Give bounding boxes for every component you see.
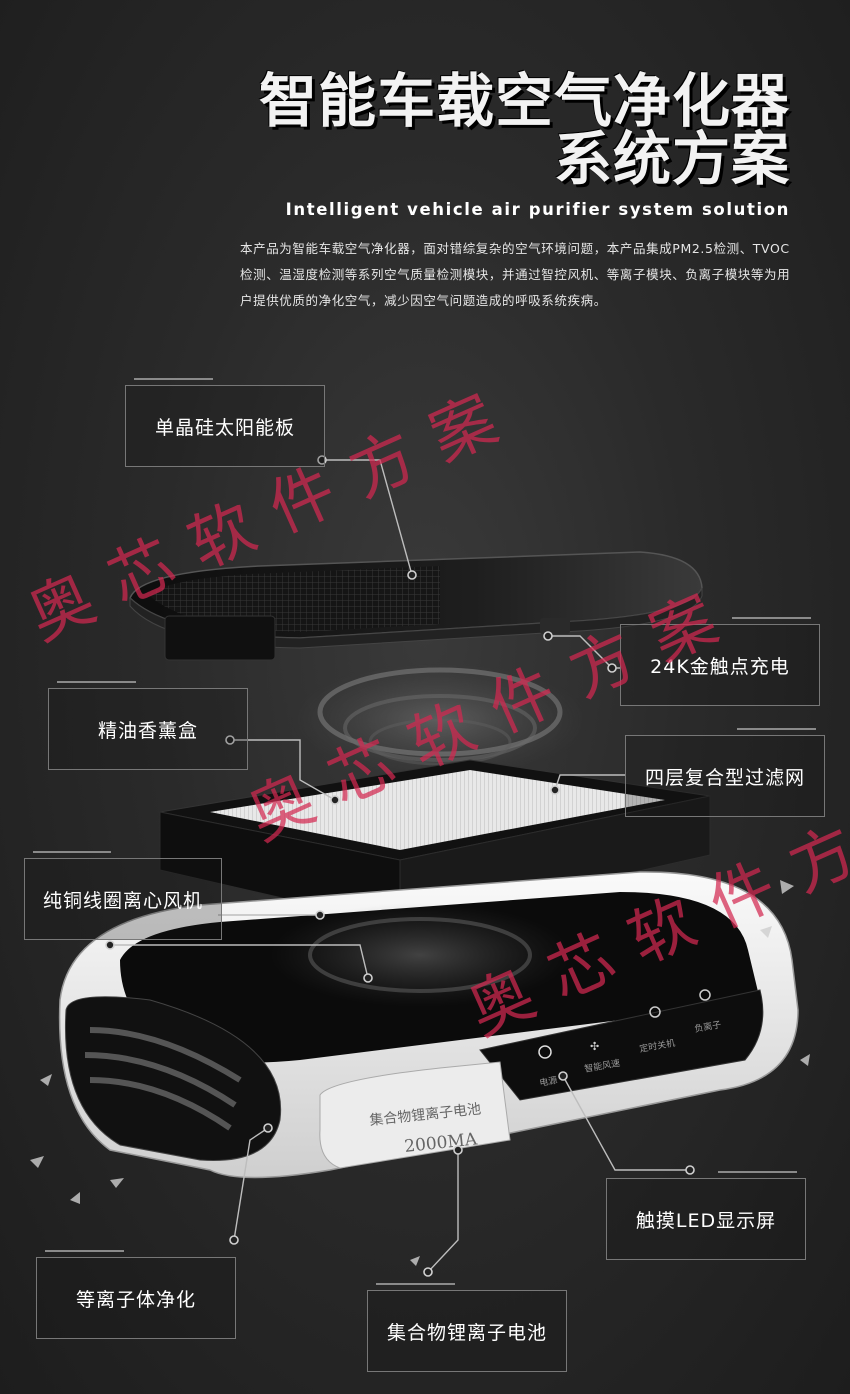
callout-fan: 纯铜线圈离心风机 [24, 851, 222, 940]
decorative-leaves [30, 880, 810, 1266]
callout-fan-label: 纯铜线圈离心风机 [42, 889, 203, 912]
leader-dots [105, 455, 695, 1277]
page-subtitle: Intelligent vehicle air purifier system … [285, 200, 790, 219]
callout-aroma-box: 精油香薰盒 [48, 681, 248, 770]
callout-battery-label: 集合物锂离子电池 [386, 1321, 547, 1344]
callout-solar-panel-label: 单晶硅太阳能板 [154, 416, 295, 439]
ion-icon [699, 989, 711, 1001]
callout-plasma: 等离子体净化 [36, 1250, 236, 1339]
callout-aroma-box-label: 精油香薰盒 [97, 719, 198, 742]
fan-icon: ✣ [590, 1040, 599, 1053]
callout-plasma-label: 等离子体净化 [75, 1288, 196, 1311]
callout-battery: 集合物锂离子电池 [367, 1283, 567, 1372]
panel-label-power: 电源 [538, 1074, 558, 1089]
title-line-2: 系统方案 [553, 125, 790, 193]
timer-icon [649, 1006, 661, 1018]
callout-gold-contact: 24K金触点充电 [620, 617, 820, 706]
power-icon [538, 1045, 552, 1059]
callout-touch-led: 触摸LED显示屏 [606, 1171, 806, 1260]
airflow-swirl-upper [290, 662, 590, 778]
leader-lines [110, 459, 690, 1273]
callout-filter-label: 四层复合型过滤网 [644, 766, 805, 789]
callout-solar-panel: 单晶硅太阳能板 [125, 378, 325, 467]
solar-panel-part [129, 551, 703, 661]
page-title: 智能车载空气净化器 系统方案 [259, 72, 790, 188]
callout-gold-contact-label: 24K金触点充电 [650, 655, 790, 678]
callout-touch-led-label: 触摸LED显示屏 [635, 1209, 777, 1232]
purifier-body [58, 871, 799, 1179]
product-description: 本产品为智能车载空气净化器，面对错综复杂的空气环境问题，本产品集成PM2.5检测… [240, 241, 791, 308]
title-line-1: 智能车载空气净化器 [258, 67, 790, 135]
callout-filter: 四层复合型过滤网 [625, 728, 825, 817]
